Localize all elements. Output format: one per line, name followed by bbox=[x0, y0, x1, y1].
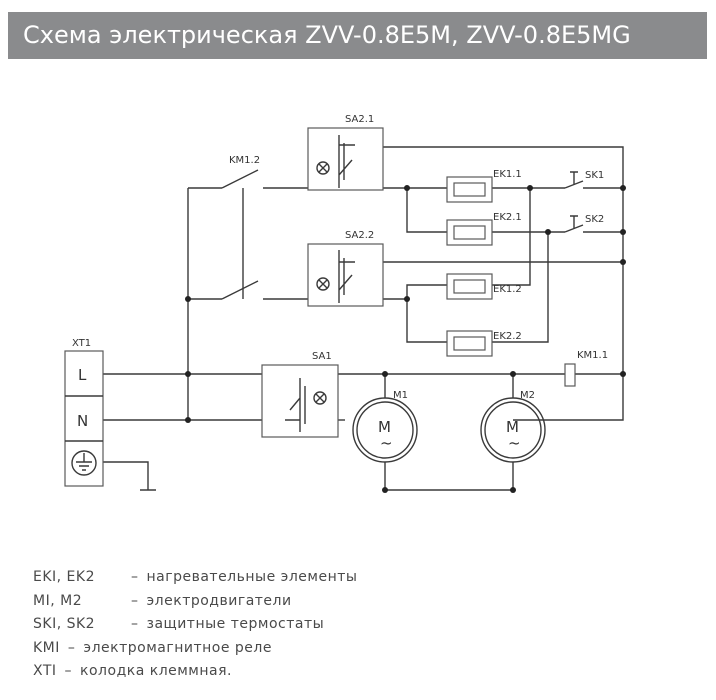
motor-m1-letter: M bbox=[378, 418, 391, 436]
terminal-block-xt1: L N bbox=[64, 350, 104, 487]
legend-dash: – bbox=[131, 569, 139, 585]
label-sa22: SA2.2 bbox=[345, 230, 374, 241]
legend-row-sk: SKI, SK2 –защитные термостаты bbox=[33, 613, 357, 637]
label-km12: KM1.2 bbox=[229, 155, 260, 166]
switch-sa21 bbox=[307, 127, 384, 191]
terminal-n-label: N bbox=[77, 412, 88, 430]
ground-terminal-icon bbox=[71, 450, 97, 476]
label-ek12: EK1.2 bbox=[493, 284, 522, 295]
heater-ek12 bbox=[446, 273, 493, 300]
wires bbox=[103, 146, 624, 491]
legend-dash: – bbox=[67, 639, 76, 656]
legend-desc: электромагнитное реле bbox=[83, 639, 272, 656]
wiring-schematic: L N bbox=[64, 114, 626, 493]
legend-row-m: MI, M2 –электродвигатели bbox=[33, 590, 357, 614]
junction-dots bbox=[185, 185, 626, 493]
switch-sa1 bbox=[261, 364, 339, 438]
terminal-l-label: L bbox=[78, 366, 87, 384]
label-m1: M1 bbox=[393, 390, 408, 401]
legend-desc: колодка клеммная. bbox=[80, 663, 232, 679]
label-sa21: SA2.1 bbox=[345, 114, 374, 125]
motor-m1: M ~ bbox=[352, 397, 418, 463]
diagram-title: Схема электрическая ZVV-0.8E5M, ZVV-0.8E… bbox=[8, 12, 707, 59]
component-labels: XT1 KM1.2 KM1.1 SA2.1 SA2.2 SA1 EK1.1 EK… bbox=[72, 114, 608, 401]
heater-ek11 bbox=[446, 176, 493, 203]
legend-desc: электродвигатели bbox=[146, 592, 292, 609]
label-xt1: XT1 bbox=[72, 338, 91, 349]
label-ek11: EK1.1 bbox=[493, 169, 522, 180]
relay-coil-km11 bbox=[564, 363, 576, 387]
heater-ek22 bbox=[446, 330, 493, 357]
label-ek22: EK2.2 bbox=[493, 331, 522, 342]
indicator-lamp-icon bbox=[316, 277, 330, 291]
legend-desc: нагревательные элементы bbox=[146, 569, 358, 585]
legend-code: MI, M2 bbox=[33, 592, 83, 609]
motor-m2-ac-symbol: ~ bbox=[508, 434, 521, 452]
legend-row-ek: EKI, EK2 –нагревательные элементы bbox=[33, 566, 357, 590]
legend-dash: – bbox=[64, 663, 73, 679]
legend-dash: – bbox=[131, 592, 139, 609]
label-sk2: SK2 bbox=[585, 214, 604, 225]
label-sa1: SA1 bbox=[312, 351, 332, 362]
motor-m1-ac-symbol: ~ bbox=[380, 434, 393, 452]
legend-desc: защитные термостаты bbox=[146, 616, 325, 632]
label-m2: M2 bbox=[520, 390, 535, 401]
motor-m2-letter: M bbox=[506, 418, 519, 436]
heater-ek21 bbox=[446, 219, 493, 246]
legend: EKI, EK2–нагревательные элементы MI, M2–… bbox=[33, 566, 357, 684]
switch-sa22 bbox=[307, 243, 384, 307]
legend-row-xt: XTI–колодка клеммная. bbox=[33, 660, 357, 684]
motor-m2: M ~ bbox=[480, 397, 546, 463]
legend-row-km: KMI–электромагнитное реле bbox=[33, 637, 357, 661]
legend-code: SKI, SK2 bbox=[33, 616, 96, 632]
indicator-lamp-icon bbox=[316, 161, 330, 175]
label-ek21: EK2.1 bbox=[493, 212, 522, 223]
label-sk1: SK1 bbox=[585, 170, 604, 181]
indicator-lamp-icon bbox=[313, 391, 327, 405]
legend-dash: – bbox=[131, 616, 139, 632]
legend-code: KMI bbox=[33, 639, 60, 656]
label-km11: KM1.1 bbox=[577, 350, 608, 361]
legend-code: XTI bbox=[33, 663, 57, 679]
legend-code: EKI, EK2 bbox=[33, 569, 95, 585]
